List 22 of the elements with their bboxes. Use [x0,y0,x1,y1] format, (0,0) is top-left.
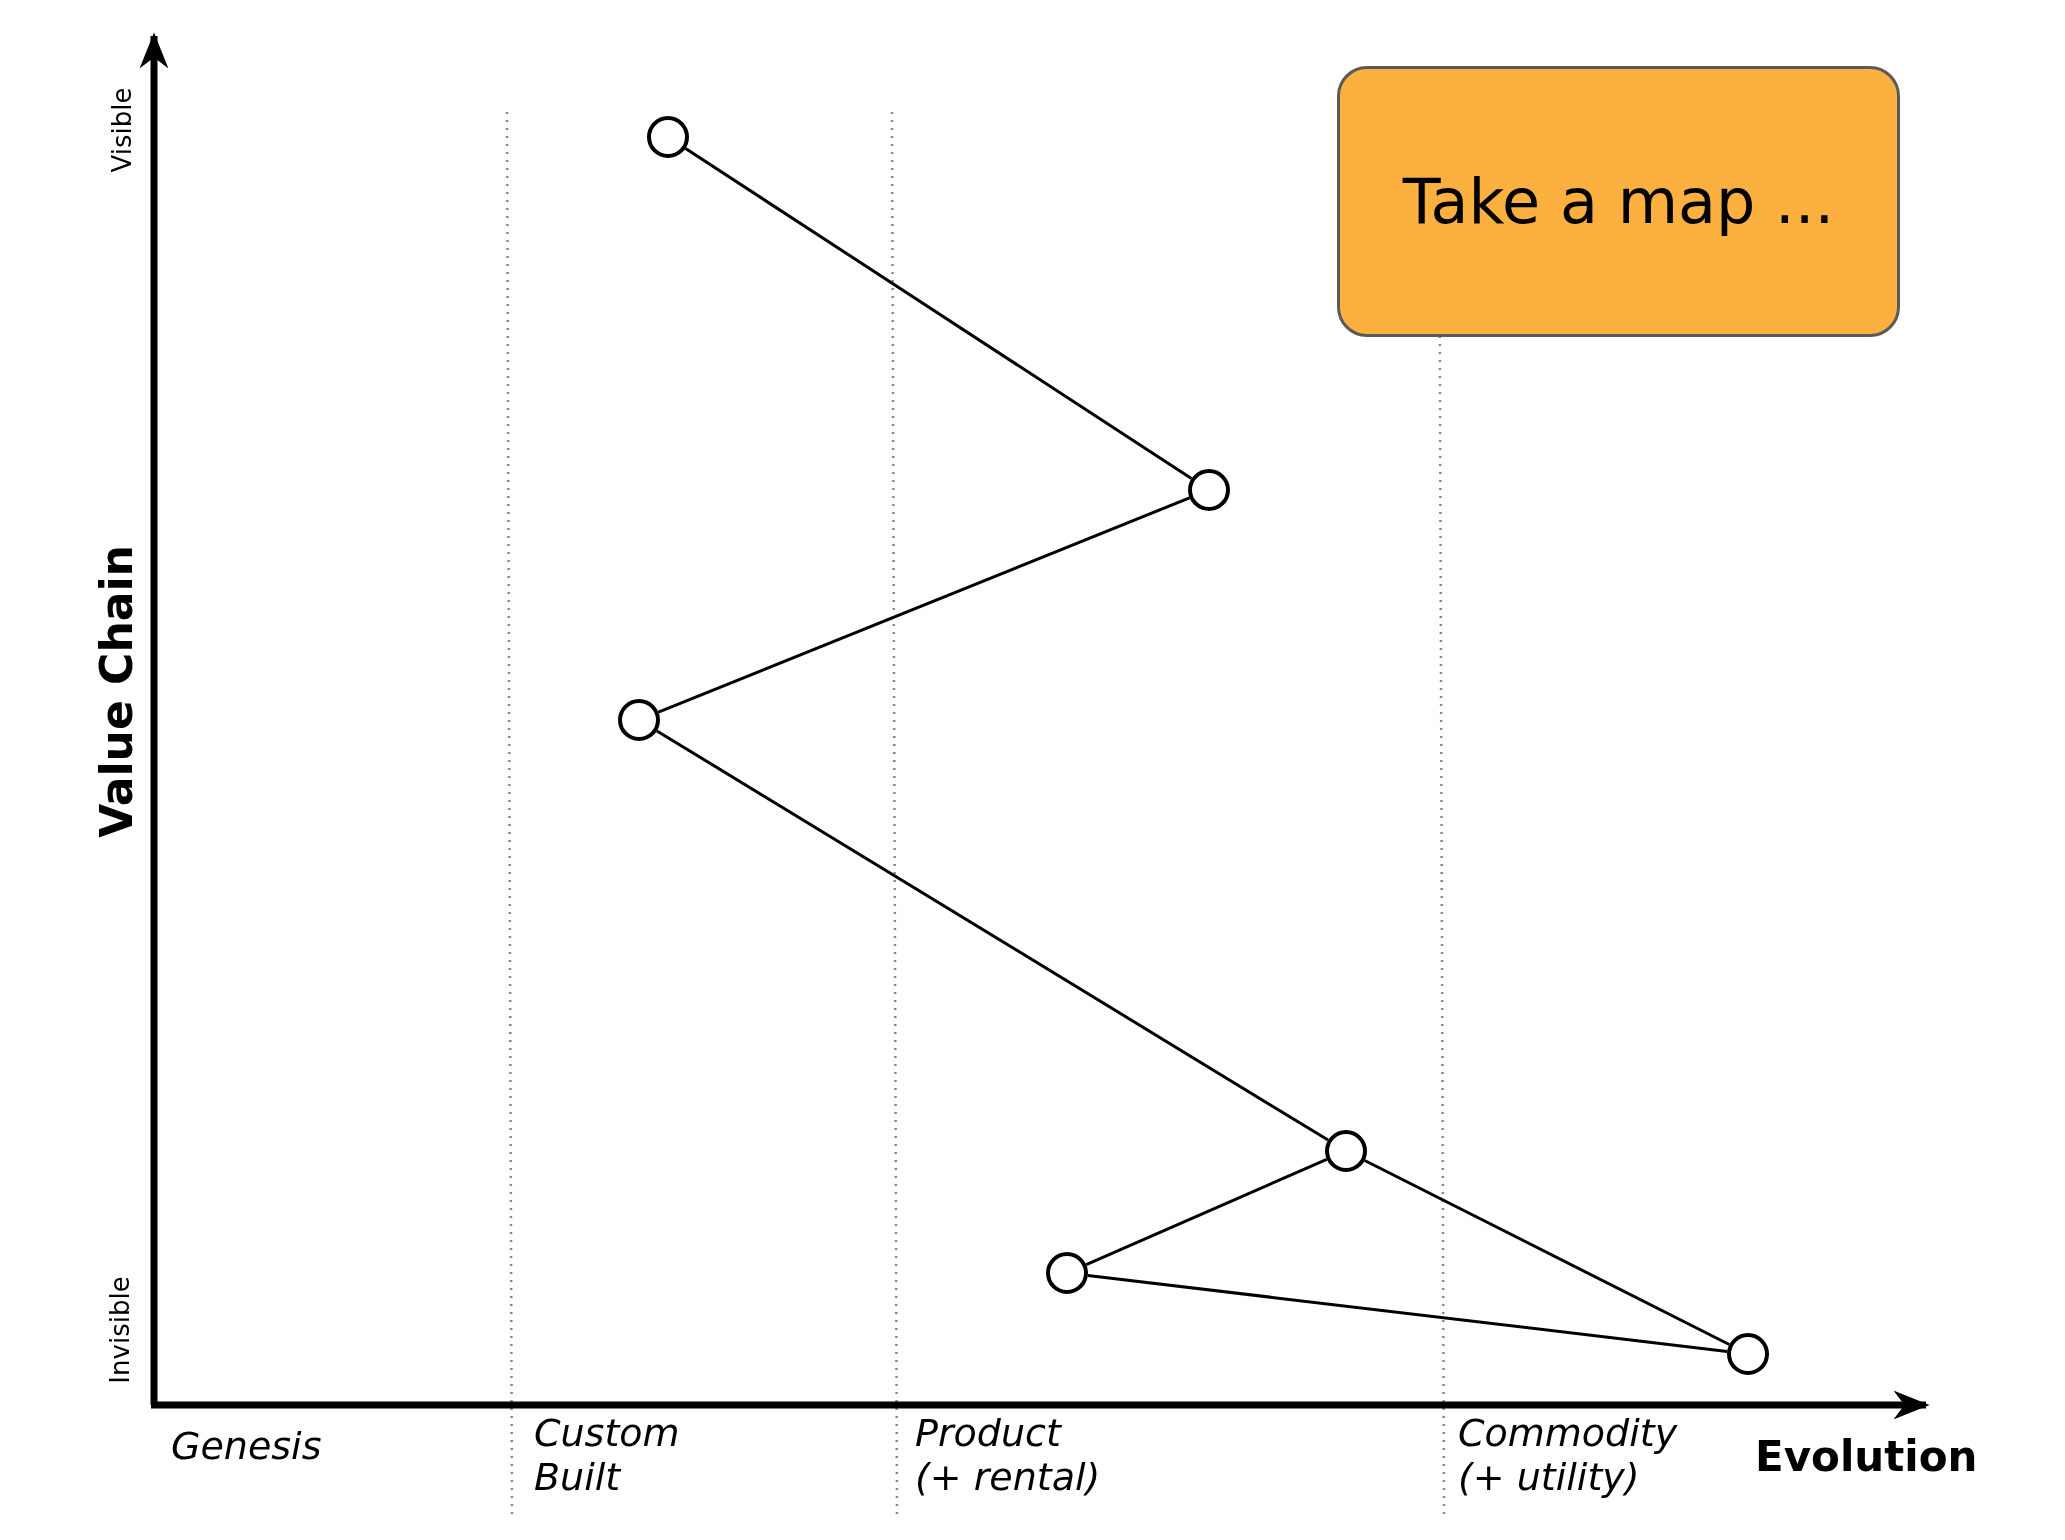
connector-line [657,496,1191,714]
stage-label: Commodity (+ utility) [1458,1412,1679,1500]
component-circle [1188,469,1230,511]
connector-line [1085,1158,1328,1266]
component-circle [1325,1130,1367,1172]
axis-end-label: Visible [106,87,137,173]
stage-label: Genesis [171,1425,323,1469]
component-circle [1727,1333,1769,1375]
connector-line [1087,1274,1728,1353]
component-circle [647,116,689,158]
axis-title: Evolution [1755,1432,1978,1481]
axis-end-label: Invisible [104,1276,135,1384]
note-box [1337,66,1900,337]
note-text: Take a map ... [1402,165,1835,238]
stage-label: Product (+ rental) [915,1412,1102,1500]
stage-label: Custom Built [534,1412,681,1500]
component-circle [618,699,660,741]
connector-line [684,147,1193,480]
connector-line [656,729,1329,1142]
axis-title: Value Chain [90,544,142,838]
component-circle [1046,1252,1088,1294]
connector-line [1364,1159,1730,1346]
